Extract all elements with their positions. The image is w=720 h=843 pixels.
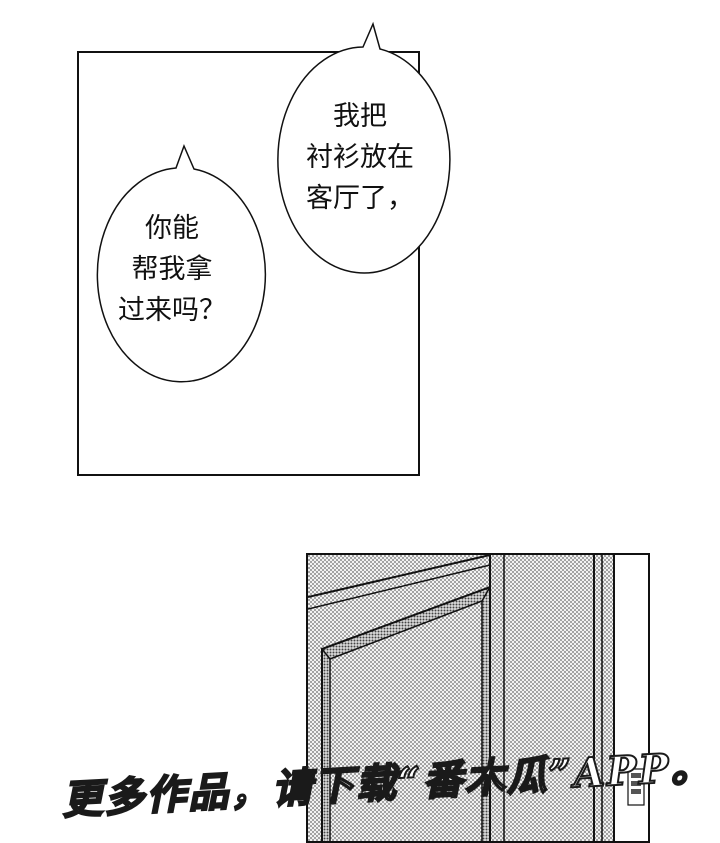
comic-panel-bottom [306, 553, 650, 843]
speech-line: 你能 [145, 213, 199, 244]
speech-line: 客厅了， [306, 183, 414, 214]
speech-line: 我把 [333, 101, 387, 132]
speech-line: 帮我拿 [131, 254, 213, 285]
speech-line: 过来吗？ [118, 295, 226, 326]
speech-bubble-2-text: 你能 帮我拿 过来吗？ [92, 208, 252, 331]
speech-line: 衬衫放在 [306, 142, 414, 173]
speech-bubble-1-text: 我把 衬衫放在 客厅了， [280, 96, 440, 219]
door-illustration [308, 555, 648, 841]
